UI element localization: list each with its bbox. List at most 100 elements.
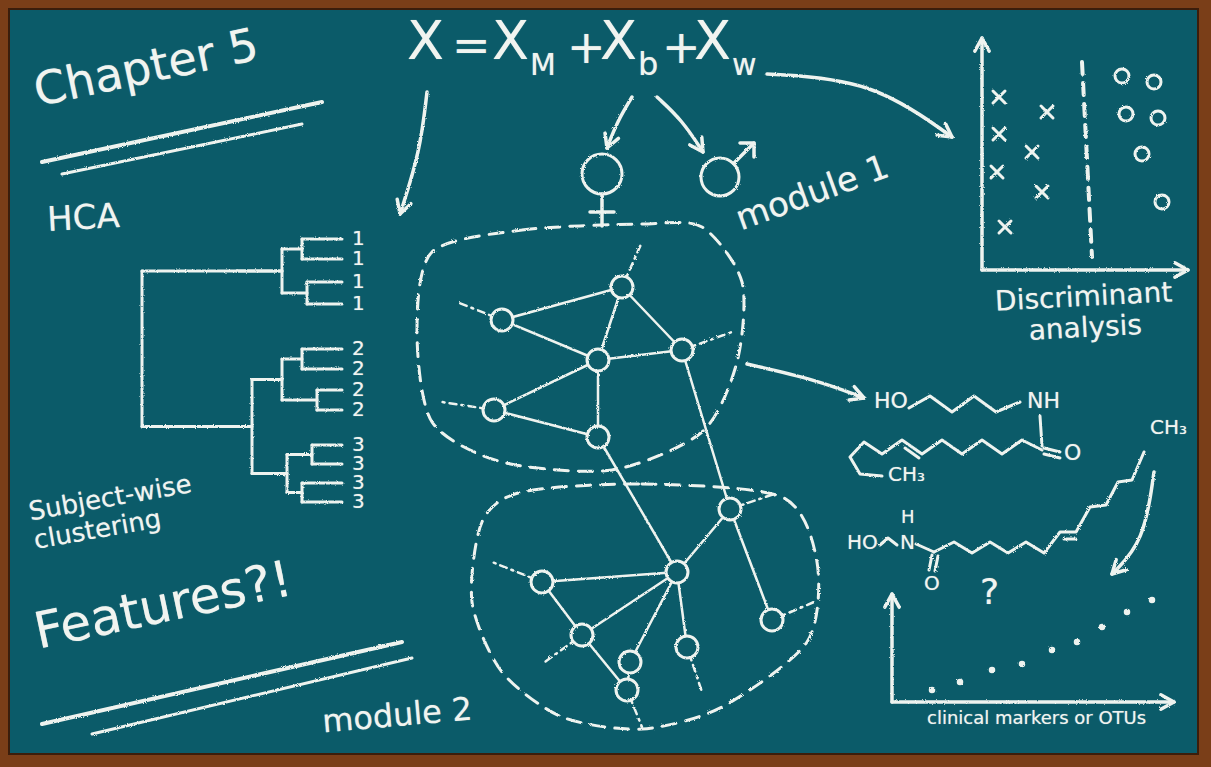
axis [980,38,984,270]
chemical-bond [1064,538,1076,541]
dendrogram-branch [302,501,342,504]
network-node [666,561,688,583]
chemical-bond [905,448,919,458]
data-point [1150,598,1155,603]
class-o-mark [1119,107,1133,121]
class-x-mark [1036,186,1048,198]
chemical-bond [850,440,1042,476]
cluster-number: 2 [352,358,365,378]
cluster-number: 1 [352,293,365,313]
heading-note: Features?! [30,553,296,656]
chemical-bond [916,544,934,552]
network-node [676,636,698,658]
arrow [607,97,632,148]
dendrogram-branch [237,270,282,273]
variable-symbol: X [407,14,444,68]
chemical-bond [935,556,938,571]
female-symbol [582,154,622,194]
atom-label: HO [847,532,878,552]
dendrogram-branch [282,399,317,402]
class-o-mark [1155,195,1169,209]
dendrogram-branch [307,303,342,306]
cluster-number: 3 [352,453,365,473]
cluster-number: 2 [352,379,365,399]
dendrogram-branch [282,358,302,361]
variable-symbol: X [600,14,637,68]
dendrogram-branch [302,258,342,261]
axis-head [1175,263,1188,277]
module-region: module 2 [447,477,822,732]
network-node [761,609,783,631]
arrow [1112,472,1154,574]
dendrogram-branch [282,292,307,295]
atom-label: HO [874,390,908,412]
axis-head [975,38,989,51]
chemical-bond [1040,416,1042,446]
chemical-bond [1044,448,1060,452]
dendrogram-branch [287,453,312,456]
axis [890,594,894,702]
chapter-title: Chapter 5 [30,21,262,113]
module-label: module 2 [321,693,474,738]
network-link [502,287,622,320]
chalkboard: Chapter 5module 1module 2X=XM+Xb+XwHCA11… [8,8,1199,755]
dendrogram-branch [307,281,342,284]
cluster-number: 3 [352,472,365,492]
dendrogram-branch [317,389,342,392]
cluster-number: 1 [352,271,365,291]
class-x-mark [999,221,1011,233]
arrow [767,74,952,137]
axis [892,700,1174,704]
axis-head [1161,695,1174,709]
network-link [730,509,772,620]
network-link [542,572,677,582]
class-x-mark [1041,106,1053,118]
atom-label: CH₃ [1150,417,1187,437]
data-point [930,688,935,693]
dendrogram-branch [317,409,342,412]
network-node [491,309,513,331]
axis-label: clinical markers or OTUs [927,709,1146,727]
caption-note: Subject-wise clustering [27,463,234,554]
chemical-bond [880,538,897,545]
subscript: b [638,48,658,80]
dendrogram-branch [252,378,282,381]
network-node [571,624,593,646]
class-x-mark [1041,106,1053,118]
dendrogram-branch [302,348,342,351]
network-node [531,571,553,593]
atom-label: H [901,508,915,526]
atom-label: NH [1027,390,1060,412]
network-node [611,276,633,298]
arrow [400,92,427,214]
arrow-head [937,124,952,137]
class-o-mark [1147,75,1161,89]
arrow [657,97,703,152]
module-outline [417,222,744,471]
dendrogram-branch [312,463,342,466]
cluster-number: 2 [352,399,365,419]
module-outline [471,484,818,729]
class-o-mark [1135,147,1149,161]
variable-symbol: X [694,14,731,68]
network-node [619,651,641,673]
class-x-mark [1026,146,1038,158]
male-symbol [734,143,754,163]
dendrogram-branch [312,444,342,447]
subscript: w [732,50,757,80]
data-point [990,668,995,673]
cluster-number: 3 [352,434,365,454]
arrow [747,364,864,398]
atom-label: N [900,532,915,552]
network-node [719,498,741,520]
dendrogram-branch [237,270,282,273]
module-label: module 1 [731,149,893,236]
axis-head [885,594,899,607]
arrow-head [690,137,703,152]
module-region: module 1 [412,217,747,477]
dendrogram-branch [142,425,252,428]
class-x-mark [991,166,1003,178]
network-link [598,437,677,572]
